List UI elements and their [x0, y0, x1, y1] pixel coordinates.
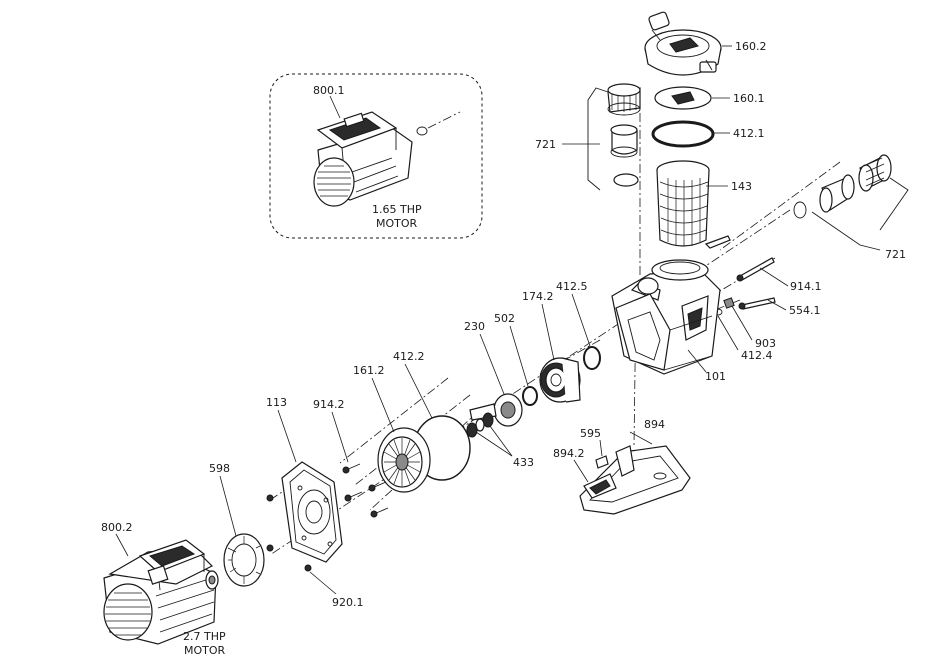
inset-motor-1-65: 800.1 1.65 THP MOTOR: [269, 73, 483, 239]
label-800-2: 800.2: [101, 521, 133, 534]
oring-412-5: [583, 346, 601, 370]
motor-caption-line2: MOTOR: [184, 644, 226, 657]
basket-143: [656, 160, 731, 249]
label-721-top: 721: [535, 138, 556, 151]
label-143: 143: [731, 180, 752, 193]
label-160-2: 160.2: [735, 40, 767, 53]
label-412-1: 412.1: [733, 127, 765, 140]
lid-160-2: [644, 11, 722, 76]
seal-433: [466, 412, 494, 438]
seal-plate-161-2: [377, 427, 431, 493]
screws-914-2: [342, 463, 389, 518]
gasket-160-1: [654, 86, 712, 110]
label-920-1: 920.1: [332, 596, 364, 609]
label-230: 230: [464, 320, 485, 333]
motor-caption-line1: 2.7 THP: [183, 630, 226, 643]
pump-housing-101: [611, 259, 721, 375]
inset-dashed-frame: [269, 73, 483, 239]
label-433: 433: [513, 456, 534, 469]
bolts-right: [713, 257, 776, 316]
label-412-5: 412.5: [556, 280, 588, 293]
label-113: 113: [266, 396, 287, 409]
base-894: [579, 445, 691, 515]
union-721-top: [587, 83, 641, 191]
label-598: 598: [209, 462, 230, 475]
motor-800-2: [103, 539, 219, 645]
label-894-2: 894.2: [553, 447, 585, 460]
inset-caption-line1: 1.65 THP: [372, 203, 422, 216]
label-903: 903: [755, 337, 776, 350]
label-412-2: 412.2: [393, 350, 425, 363]
label-894: 894: [644, 418, 665, 431]
inset-caption-line2: MOTOR: [376, 217, 418, 230]
label-161-2: 161.2: [353, 364, 385, 377]
diffuser-174-2: [539, 357, 581, 403]
union-721-right: [793, 154, 909, 251]
ring-598: [223, 533, 265, 587]
label-502: 502: [494, 312, 515, 325]
label-914-2: 914.2: [313, 398, 345, 411]
label-101: 101: [705, 370, 726, 383]
label-914-1: 914.1: [790, 280, 822, 293]
label-412-4: 412.4: [741, 349, 773, 362]
screws-920-1: [266, 494, 312, 572]
label-800-1: 800.1: [313, 84, 345, 97]
label-595: 595: [580, 427, 601, 440]
oring-412-1: [651, 120, 715, 148]
wear-ring-502: [522, 386, 538, 406]
label-174-2: 174.2: [522, 290, 554, 303]
bracket-113: [281, 461, 343, 563]
label-554-1: 554.1: [789, 304, 821, 317]
inset-motor-fan: [313, 157, 355, 207]
label-721-right: 721: [885, 248, 906, 261]
label-160-1: 160.1: [733, 92, 765, 105]
inset-oring: [416, 126, 428, 136]
